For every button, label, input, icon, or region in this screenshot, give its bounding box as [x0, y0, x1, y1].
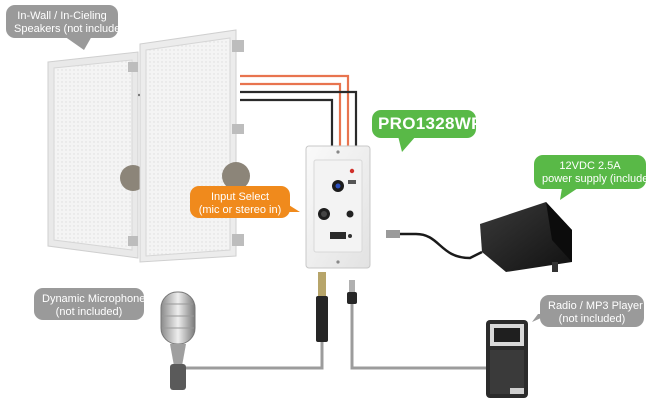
speakers-callout-line1: In-Wall / In-Cieling — [17, 10, 107, 22]
power-supply-callout-line2: power supply (included) — [542, 173, 650, 185]
speakers-callout-line2: Speakers (not included) — [14, 23, 131, 35]
speaker-front — [139, 29, 250, 263]
speakers-callout-tail — [64, 36, 92, 50]
model-callout-tail — [398, 136, 416, 152]
power-callout-tail — [560, 188, 578, 200]
input-select-callout: Input Select (mic or stereo in) — [190, 186, 290, 218]
radio-callout: Radio / MP3 Player (not included) — [540, 295, 644, 327]
speakers-callout: In-Wall / In-Cieling Speakers (not inclu… — [6, 5, 131, 38]
speaker-back — [47, 51, 146, 259]
speaker-wires — [135, 74, 358, 150]
model-label: PRO1328WP — [378, 114, 483, 133]
power-supply-callout: 12VDC 2.5A power supply (included) — [534, 155, 650, 189]
input-select-callout-line2: (mic or stereo in) — [198, 204, 282, 216]
microphone-artwork — [160, 291, 196, 390]
microphone-callout-line2: (not included) — [55, 306, 123, 318]
microphone-callout: Dynamic Microphone (not included) — [34, 288, 146, 320]
radio-callout-line2: (not included) — [558, 313, 626, 325]
microphone-callout-line1: Dynamic Microphone — [42, 293, 146, 305]
power-supply-artwork — [386, 202, 572, 272]
wall-plate-device — [305, 145, 371, 269]
input-select-callout-line1: Input Select — [210, 191, 270, 203]
radio-callout-line1: Radio / MP3 Player — [548, 300, 643, 312]
model-callout: PRO1328WP — [372, 110, 483, 138]
power-supply-callout-line1: 12VDC 2.5A — [559, 160, 621, 172]
audio-cables — [180, 272, 486, 370]
radio-player-artwork — [486, 320, 528, 398]
